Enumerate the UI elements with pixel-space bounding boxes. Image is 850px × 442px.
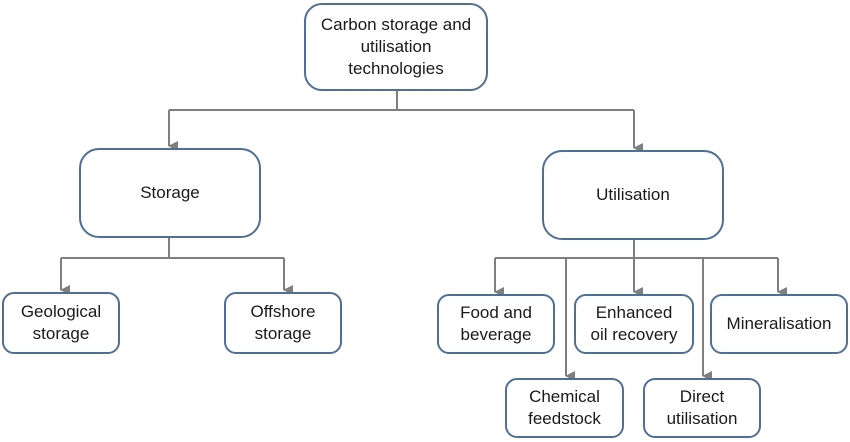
chemical-feedstock-label: Chemical feedstock <box>528 387 601 428</box>
food-and-beverage-label: Food and beverage <box>460 303 532 344</box>
root-label: Carbon storage and utilisation technolog… <box>320 15 472 78</box>
chemical-feedstock-node: Chemical feedstock <box>505 378 624 438</box>
storage-node: Storage <box>79 148 261 238</box>
geological-storage-node: Geological storage <box>2 292 120 354</box>
root-node: Carbon storage and utilisation technolog… <box>304 3 488 91</box>
food-and-beverage-node: Food and beverage <box>437 294 555 354</box>
offshore-storage-node: Offshore storage <box>224 292 342 354</box>
geological-storage-label: Geological storage <box>20 302 102 343</box>
offshore-storage-label: Offshore storage <box>250 302 316 343</box>
direct-utilisation-node: Direct utilisation <box>643 378 761 438</box>
enhanced-oil-recovery-node: Enhanced oil recovery <box>574 294 694 354</box>
direct-utilisation-label: Direct utilisation <box>666 387 738 428</box>
storage-label: Storage <box>140 183 200 202</box>
mineralisation-node: Mineralisation <box>710 294 848 354</box>
utilisation-label: Utilisation <box>596 185 670 204</box>
enhanced-oil-recovery-label: Enhanced oil recovery <box>590 303 678 344</box>
mineralisation-label: Mineralisation <box>726 314 832 333</box>
utilisation-node: Utilisation <box>542 150 724 240</box>
